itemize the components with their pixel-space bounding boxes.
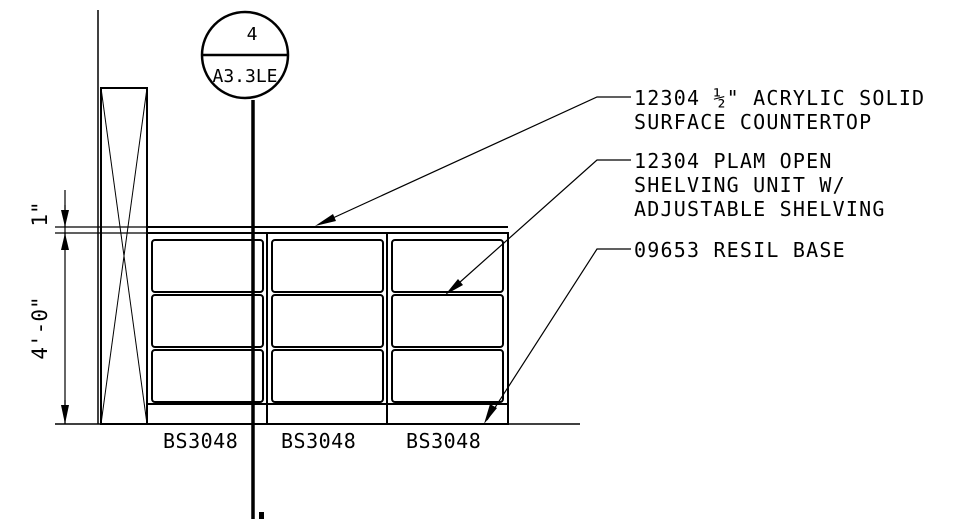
- dimension-arrows: [61, 210, 69, 424]
- callout-countertop-line2: SURFACE COUNTERTOP: [634, 110, 872, 134]
- callout-countertop-line1: 12304 ½" ACRYLIC SOLID: [634, 86, 925, 110]
- dimension-countertop: 1": [28, 201, 52, 226]
- callout-shelving-line1: 12304 PLAM OPEN: [634, 149, 833, 173]
- wall-column: [100, 87, 148, 425]
- shelf-compartment: [271, 349, 384, 403]
- cabinet-tag: BS3048: [281, 429, 356, 453]
- callout-shelving-line3: ADJUSTABLE SHELVING: [634, 197, 886, 221]
- section-marker-number: 4: [247, 24, 258, 45]
- shelf-compartment: [391, 294, 504, 348]
- section-marker-sheet: A3.3LE: [212, 66, 277, 87]
- shelf-compartment: [271, 294, 384, 348]
- leader-lines: [321, 96, 631, 421]
- shelf-compartment: [391, 239, 504, 293]
- dimension-cabinet-height: 4'-0": [28, 296, 52, 359]
- section-marker: [200, 10, 290, 100]
- section-cut-tick: [259, 512, 264, 519]
- shelf-compartment: [151, 349, 264, 403]
- cabinet-tag: BS3048: [406, 429, 481, 453]
- shelf-compartment: [151, 239, 264, 293]
- shelf-compartment: [151, 294, 264, 348]
- shelf-compartment: [271, 239, 384, 293]
- shelf-compartment: [391, 349, 504, 403]
- cabinet-tag: BS3048: [163, 429, 238, 453]
- callout-base-line1: 09653 RESIL BASE: [634, 238, 846, 262]
- callout-shelving-line2: SHELVING UNIT W/: [634, 173, 846, 197]
- leader-arrowheads: [315, 214, 497, 424]
- shelving-units: [146, 232, 509, 425]
